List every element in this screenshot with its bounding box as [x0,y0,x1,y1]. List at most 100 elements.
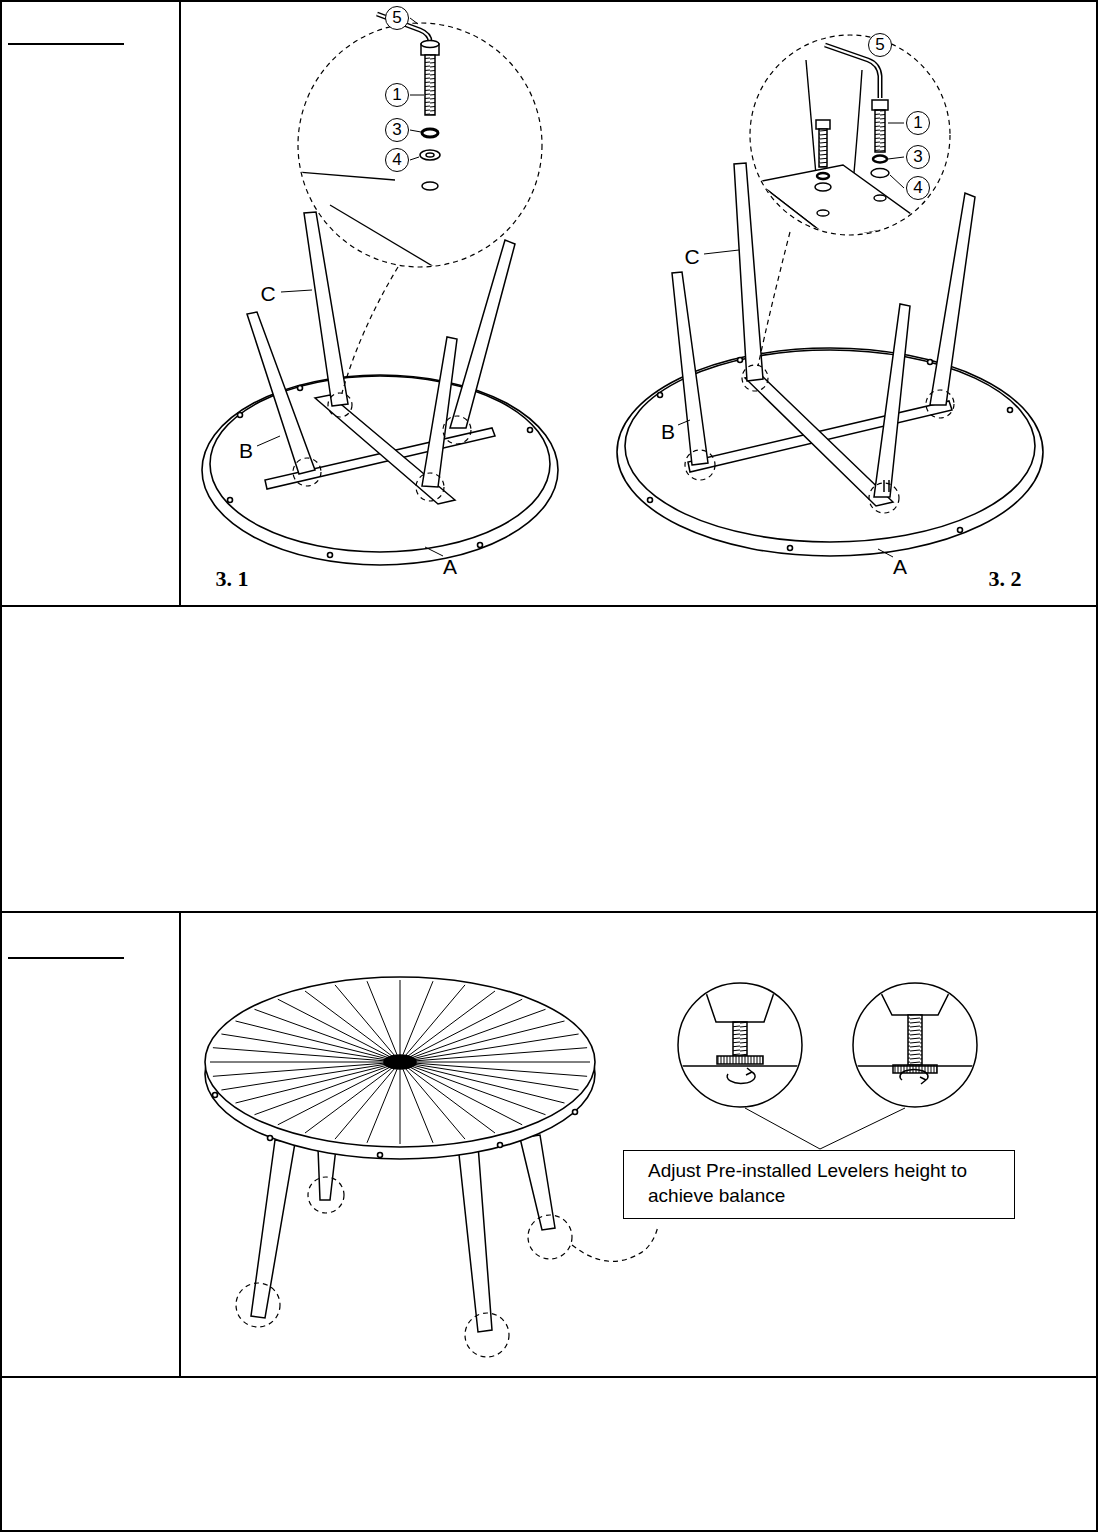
leader-line [888,123,904,124]
table-leg [458,1145,492,1332]
bolt-assembly [422,129,438,137]
leveler-inset [675,975,805,1083]
detail-circle [298,23,542,267]
table-leg [318,1148,336,1200]
leader-line [257,436,280,446]
table-top-upside-down [958,528,963,533]
callout-number: 3 [906,145,930,169]
table-top-upside-down [228,498,233,503]
table-leg [672,272,708,465]
bolt-assembly [817,173,829,179]
bolt-assembly [815,45,889,191]
part-letter: A [893,556,907,577]
bolt-assembly [421,41,439,48]
table-leg [883,480,885,492]
bolt-assembly [815,183,831,191]
callout-number: 3 [385,118,409,142]
leader-line [678,123,904,557]
leveler-inset [675,1065,805,1067]
leader-line [410,157,419,160]
magnified-block [757,182,832,255]
leveler-inset [908,1015,922,1065]
callout-number: 5 [868,33,892,57]
magnified-bracket [330,205,540,330]
magnified-block [757,60,922,255]
leader-line [257,18,443,556]
callout-number: 5 [385,6,409,30]
table-grid [179,912,181,1377]
bolt-assembly [426,153,434,157]
table-top [384,1055,416,1069]
detail-circle [328,393,352,417]
table-top-upside-down [617,348,1043,556]
leader-line [678,420,690,425]
table-leg [422,337,457,487]
leader-line [888,157,904,159]
table-top [498,1143,503,1148]
bolt-assembly [875,110,885,152]
callout-number: 1 [906,111,930,135]
table-top-upside-down [648,498,653,503]
magnified-bracket [298,172,395,180]
magnified-bracket [298,172,540,330]
table-top [210,980,590,1144]
step-number: 3. 1 [216,568,249,590]
table-leg [251,1140,295,1318]
leader-line [410,130,421,132]
table-top-upside-down [328,553,333,558]
detail-circle [926,390,954,418]
table-leg [247,212,515,487]
leg-bracket [745,374,893,506]
table-top-upside-down [478,543,483,548]
table-top-upside-down [298,386,303,391]
leader-line [410,95,424,96]
detail-circle [465,1313,509,1357]
table-top-upside-down [202,375,558,565]
detail-circle [443,416,471,444]
table-top [205,977,595,1147]
step-number: 3. 2 [989,568,1022,590]
table-grid [179,1,181,606]
leveler-inset [717,1056,763,1064]
table-top-upside-down [238,413,243,418]
table-leg [304,212,348,406]
table-top-upside-down [210,376,550,552]
detail-circle [293,458,321,486]
table-grid [1,1376,1097,1378]
leveler-inset [733,1022,747,1056]
instruction-box: Adjust Pre-installed Levelers height to … [623,1150,1015,1219]
bolt-assembly [873,156,887,163]
leveler-inset [853,983,977,1107]
magnified-bracket [300,228,460,310]
detail-circle [342,267,398,393]
callout-number: 1 [385,83,409,107]
table-top-upside-down [788,546,793,551]
bolt-assembly [377,14,440,190]
detail-circle [416,473,444,501]
table-grid [1,911,1097,913]
detail-circle [742,365,768,391]
leveler-inset [746,1068,752,1075]
detail-circle [758,232,790,366]
part-letter: C [260,283,275,304]
detail-circle [236,1283,280,1327]
magnified-block [817,210,829,216]
table-grid [1,605,1097,607]
table-top-upside-down [528,428,533,433]
table-leg [520,1135,555,1230]
detail-circle [528,1215,572,1259]
part-letter: A [443,556,457,577]
table-top-upside-down [617,348,1043,556]
leader-line [425,547,443,556]
leveler-inset [850,975,980,1084]
bolt-assembly [422,182,438,190]
table-leg [888,480,890,492]
part-letter: B [239,440,253,461]
table-top-upside-down [202,375,558,565]
leveler-inset [727,1072,755,1083]
leveler-inset [700,975,780,1022]
bolt-assembly [816,120,830,129]
table-top-upside-down [1008,408,1013,413]
